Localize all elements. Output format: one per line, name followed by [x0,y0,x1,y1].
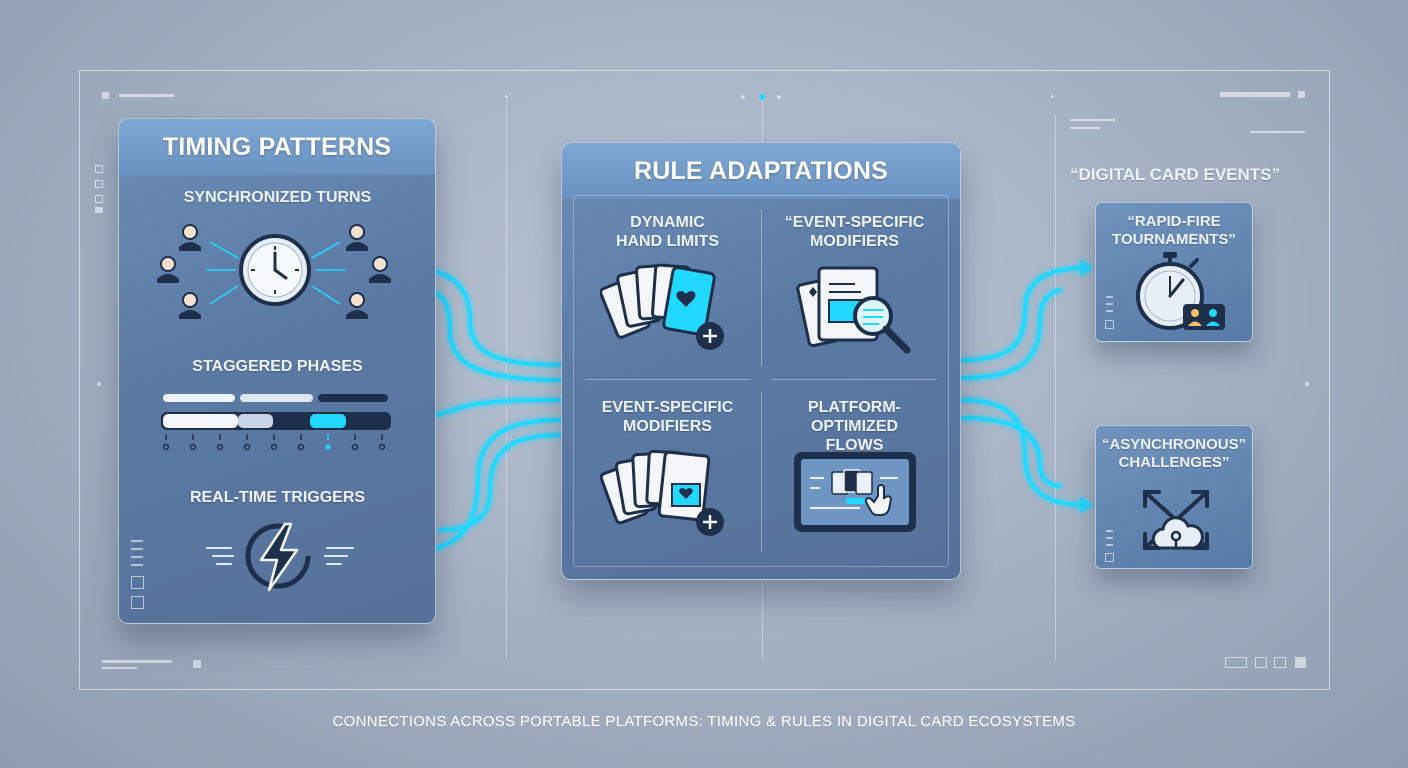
decor-box [131,576,144,589]
cards-document-plus-icon [600,449,724,536]
arrow-to-async-2 [960,416,1062,488]
digital-card-events-title: “DIGITAL CARD EVENTS” [1070,165,1280,184]
document-magnifier-icon [796,266,911,354]
rapid-fire-tournaments-label: “RAPID-FIRE TOURNAMENTS” [1112,213,1236,248]
decor-bar [102,660,172,663]
divider-line [506,100,507,660]
event-specific-modifiers-2-label: EVENT-SPECIFIC MODIFIERS [601,399,734,435]
decor-bar [1106,296,1113,298]
platform-optimized-flows-label: PLATFORM-OPTIMIZED FLOWS [807,399,901,454]
arrow-to-realtime [403,418,562,554]
decor-box [95,180,103,188]
stopwatch-users-icon [1136,252,1225,330]
arrow-to-async [960,398,1087,507]
rule-grid-divider [772,379,937,380]
arrow-to-rapid-fire-2 [960,288,1062,380]
decor-dot [777,95,781,99]
decor-box [1105,553,1114,562]
event-specific-modifiers-label: “EVENT-SPECIFIC MODIFIERS [784,214,925,250]
decor-bar [131,564,143,566]
decor-bar [1070,119,1115,121]
decor-box [1255,657,1267,668]
decor-bar [131,540,143,542]
rule-adaptations-header: RULE ADAPTATIONS [562,143,960,199]
decor-bar [1220,92,1290,97]
decor-bar [102,667,137,669]
outer-frame [79,70,1330,690]
arrow-to-synchronized [403,266,562,367]
decor-dot [97,382,101,386]
decor-box [95,165,103,173]
decor-box [131,596,144,609]
arrowhead [1080,497,1093,513]
decor-bar [1070,127,1100,129]
rule-grid-divider [761,392,762,552]
decor-box [95,195,103,203]
divider-line [1055,115,1056,660]
asynchronous-challenges-label: “ASYNCHRONOUS” CHALLENGES” [1101,436,1247,471]
decor-bar [1106,530,1113,532]
decor-dot [741,95,745,99]
arrow-from-synchronized [428,290,562,382]
card-fan-plus-icon [600,263,724,350]
clock-players-icon [157,224,391,319]
arrow-to-realtime-2 [438,433,562,532]
cloud-arrows-icon [1143,490,1209,550]
decor-bar [1250,131,1305,133]
decor-square [102,92,109,99]
rule-grid [573,195,949,567]
decor-box [1274,657,1286,668]
timing-patterns-title: TIMING PATTERNS [162,132,392,161]
real-time-triggers-label: REAL-TIME TRIGGERS [189,489,366,506]
rule-adaptations-title: RULE ADAPTATIONS [633,156,889,185]
synchronized-turns-label: SYNCHRONIZED TURNS [183,189,372,206]
lightning-icon [206,522,354,592]
decor-bar [131,556,143,558]
decor-square [95,207,103,213]
arrow-to-rapid-fire [960,266,1087,362]
decor-dot [1051,95,1054,98]
decor-square [1295,657,1306,668]
decor-bar [1106,544,1113,546]
decor-square [193,660,201,668]
decor-bar [1106,303,1113,305]
decor-square [1298,91,1305,98]
decor-dot [759,94,765,100]
decor-bar [119,94,174,97]
rule-grid-divider [585,379,750,380]
footer-caption: CONNECTIONS ACROSS PORTABLE PLATFORMS: T… [332,713,1076,730]
decor-dot [505,95,508,98]
phase-bars-icon [161,394,391,451]
arrowhead [1080,260,1093,276]
rule-grid-divider [761,210,762,367]
decor-dot [1305,382,1309,386]
decor-bar [131,548,143,550]
dynamic-hand-limits-label: DYNAMIC HAND LIMITS [615,214,720,250]
decor-bar [1106,537,1113,539]
decor-bar [1106,310,1113,312]
timing-patterns-header: TIMING PATTERNS [119,119,435,175]
staggered-phases-label: STAGGERED PHASES [192,358,363,375]
decor-box [1105,320,1114,329]
decor-box [1225,657,1247,668]
tablet-touch-icon [794,452,916,532]
